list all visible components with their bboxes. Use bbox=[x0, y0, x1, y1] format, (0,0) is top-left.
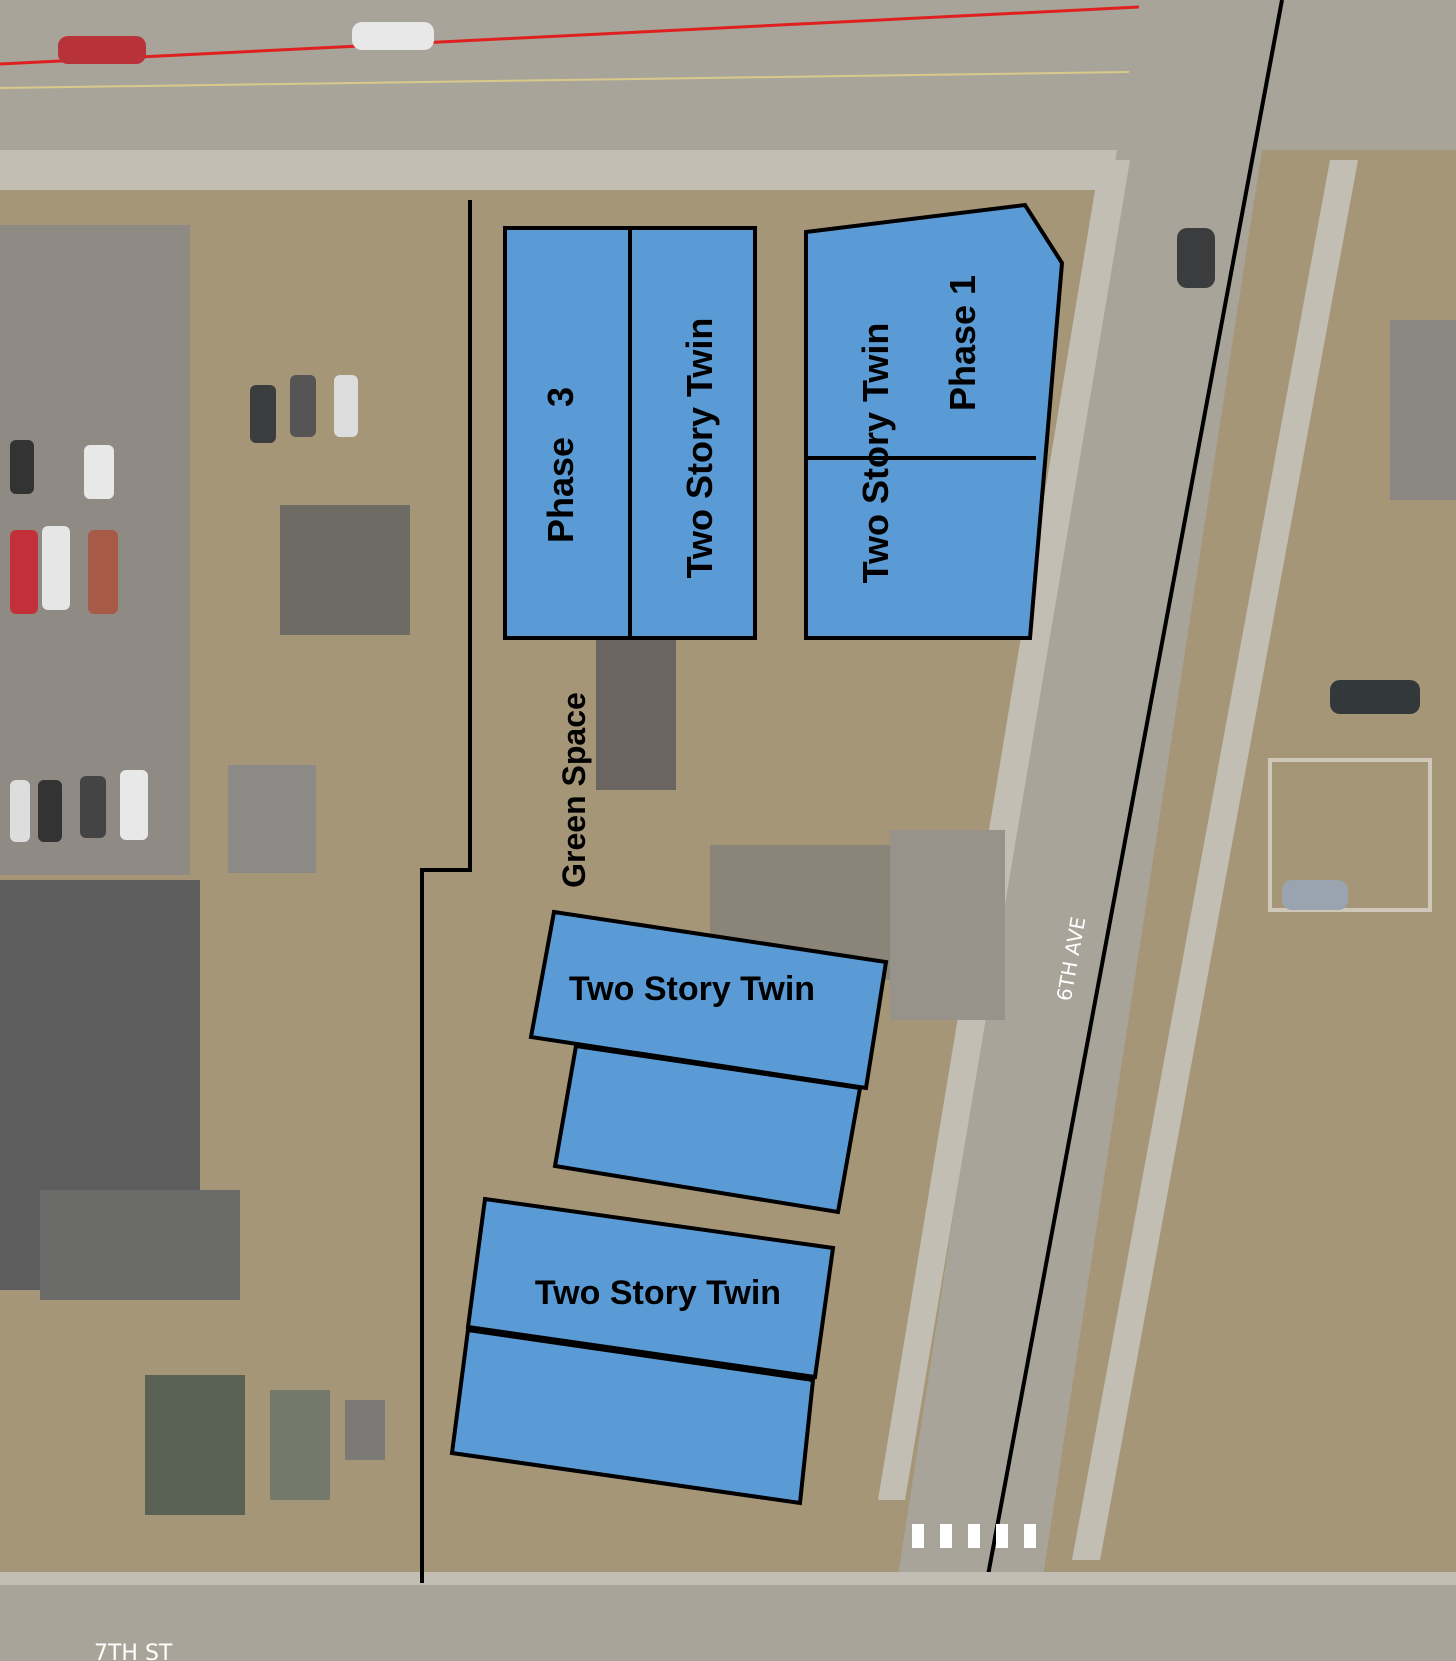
car bbox=[1177, 228, 1215, 288]
car bbox=[1282, 880, 1348, 910]
seventh-st-sidewalk bbox=[0, 1572, 1456, 1585]
red-boundary-line bbox=[0, 0, 1281, 66]
east-building bbox=[1390, 320, 1456, 500]
seventh-st-label: 7TH ST bbox=[94, 1641, 173, 1661]
sixth-ave-sidewalk-east bbox=[1072, 160, 1358, 1560]
west-building bbox=[40, 1190, 240, 1300]
east-lot-structure bbox=[1268, 758, 1432, 912]
crosswalk bbox=[912, 1524, 1036, 1548]
green-space-label: Green Space bbox=[556, 692, 592, 888]
sixth-ave-centerline bbox=[970, 0, 1284, 1661]
parked-cars bbox=[10, 375, 358, 842]
west-building bbox=[280, 505, 410, 635]
two-story-twin-label-phase3: Two Story Twin bbox=[679, 318, 720, 579]
two-story-twin-label-phase1: Two Story Twin bbox=[855, 323, 896, 584]
two-story-twin-label-middle: Two Story Twin bbox=[569, 970, 815, 1008]
twin-building-bottom bbox=[449, 1196, 836, 1506]
car bbox=[1330, 680, 1420, 714]
phase-3-label: Phase 3 bbox=[540, 387, 581, 543]
west-building bbox=[345, 1400, 385, 1460]
phase-1-building bbox=[804, 202, 1065, 640]
car bbox=[58, 36, 146, 64]
west-building bbox=[145, 1375, 245, 1515]
seventh-st-road bbox=[0, 1585, 1456, 1661]
two-story-twin-label-bottom: Two Story Twin bbox=[535, 1274, 781, 1312]
west-building bbox=[270, 1390, 330, 1500]
existing-house bbox=[596, 640, 676, 790]
car bbox=[352, 22, 434, 50]
sixth-ave-road bbox=[885, 0, 1285, 1661]
driveway bbox=[890, 830, 1005, 1020]
property-boundary-line bbox=[420, 200, 472, 1583]
phase-1-label: Phase 1 bbox=[942, 275, 983, 411]
top-road-sidewalk bbox=[0, 150, 1160, 190]
twin-building-middle bbox=[528, 909, 889, 1215]
road-center-line bbox=[0, 69, 1271, 89]
phase-3-building bbox=[503, 226, 757, 640]
west-building bbox=[228, 765, 316, 873]
